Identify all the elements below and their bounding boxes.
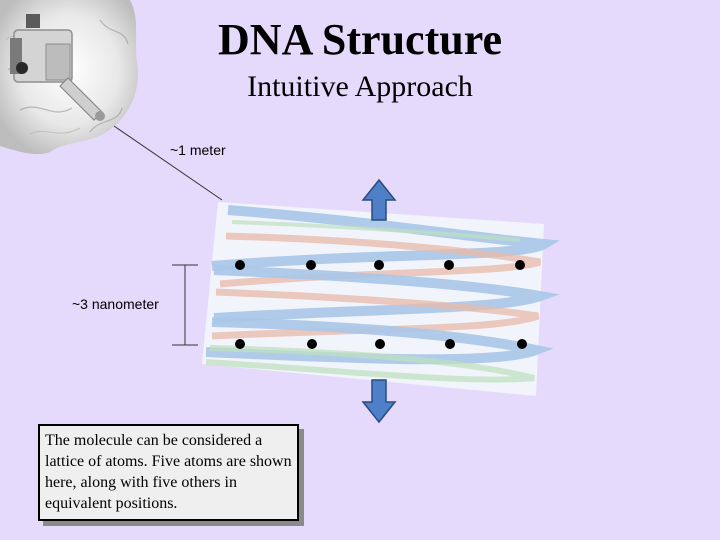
length-label: ~1 meter [170, 142, 226, 158]
atom [235, 339, 245, 349]
up-arrow-icon [361, 178, 397, 221]
atom [515, 260, 525, 270]
fiber-optic-probe-icon [10, 14, 105, 121]
page-subtitle: Intuitive Approach [247, 70, 473, 103]
page-title: DNA Structure [218, 15, 502, 64]
marble-blob-image [0, 0, 138, 155]
atom [375, 339, 385, 349]
width-bracket [172, 264, 198, 346]
width-label: ~3 nanometer [72, 296, 159, 312]
atom [445, 339, 455, 349]
down-arrow-icon [361, 379, 397, 424]
atom-row-bottom [235, 339, 527, 349]
dna-helix [202, 202, 561, 396]
atom [307, 339, 317, 349]
atom-row-top [235, 260, 525, 270]
atom [517, 339, 527, 349]
atom [444, 260, 454, 270]
atom [235, 260, 245, 270]
atom [306, 260, 316, 270]
pointer-line [113, 125, 223, 201]
atom [374, 260, 384, 270]
caption-box: The molecule can be considered a lattice… [38, 424, 299, 521]
